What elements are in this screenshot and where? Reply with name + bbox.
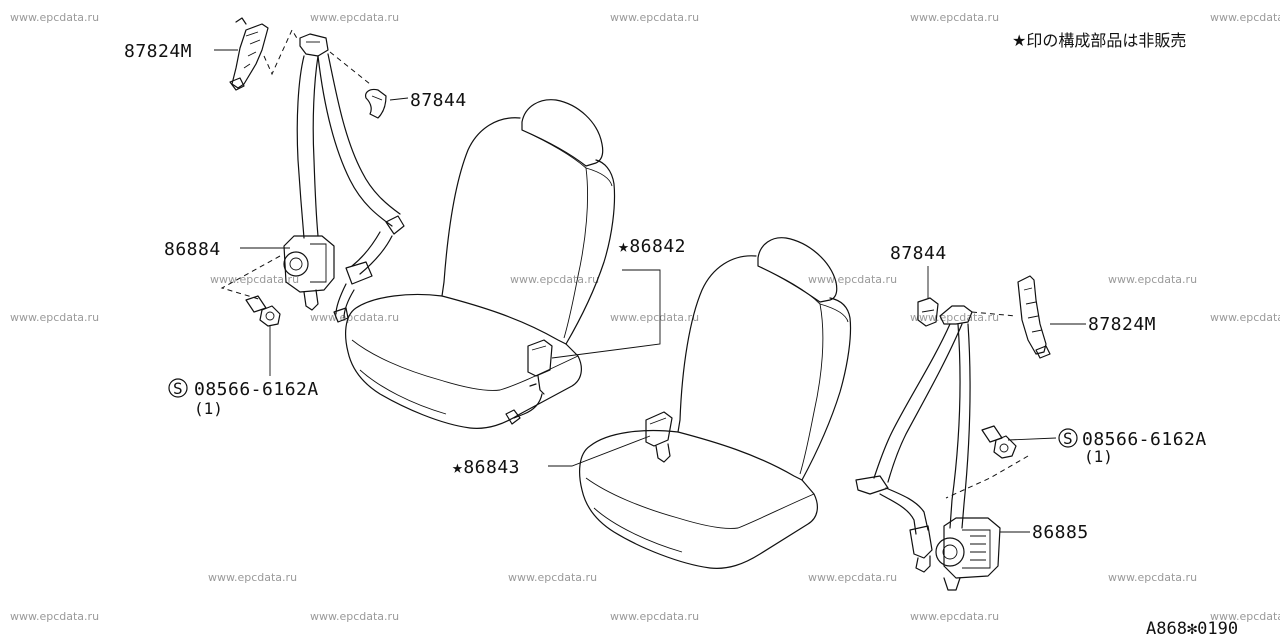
watermark: www.epcdata.ru	[808, 571, 897, 584]
left-leaders	[214, 49, 409, 376]
label-buckle-left: ★86842	[618, 236, 686, 257]
not-for-sale-note: ★印の構成部品は非販売	[1012, 31, 1186, 50]
label-bolt-left-qty: (1)	[194, 399, 223, 418]
watermark: www.epcdata.ru	[610, 610, 699, 623]
watermark: www.epcdata.ru	[208, 571, 297, 584]
label-bolt-right: 08566-6162A	[1082, 429, 1207, 450]
labels: 87824M 87844 86884 ★86842 S 08566-6162A …	[124, 31, 1238, 639]
label-bolt-left: 08566-6162A	[194, 379, 319, 400]
watermark: www.epcdata.ru	[1108, 571, 1197, 584]
watermark: www.epcdata.ru	[910, 11, 999, 24]
watermark: www.epcdata.ru	[310, 311, 399, 324]
label-buckle-right: ★86843	[452, 457, 520, 478]
watermark: www.epcdata.ru	[610, 11, 699, 24]
circle-s-icon	[1058, 428, 1078, 448]
watermark: www.epcdata.ru	[10, 311, 99, 324]
watermark: www.epcdata.ru	[508, 571, 597, 584]
circle-s-icon	[168, 378, 188, 398]
watermark: www.epcdata.ru	[10, 610, 99, 623]
right-belt-assembly	[855, 275, 1051, 591]
watermark: www.epcdata.ru	[1108, 273, 1197, 286]
watermark: www.epcdata.ru	[10, 11, 99, 24]
right-seat	[548, 237, 852, 569]
watermark: www.epcdata.ru	[910, 311, 999, 324]
circle-s-letter: S	[1063, 429, 1073, 448]
watermark-layer: www.epcdata.ru www.epcdata.ru www.epcdat…	[10, 11, 1280, 623]
left-seat	[345, 99, 661, 429]
right-leaders	[927, 266, 1086, 533]
label-retractor-left: 86884	[164, 239, 221, 260]
watermark: www.epcdata.ru	[310, 610, 399, 623]
watermark: www.epcdata.ru	[610, 311, 699, 324]
watermark: www.epcdata.ru	[1210, 311, 1280, 324]
watermark: www.epcdata.ru	[1210, 610, 1280, 623]
watermark: www.epcdata.ru	[910, 610, 999, 623]
label-retractor-cover-left: 87824M	[124, 41, 192, 62]
diagram-code: A868✻0190	[1146, 619, 1238, 639]
circle-s-letter: S	[173, 379, 183, 398]
watermark: www.epcdata.ru	[310, 11, 399, 24]
watermark: www.epcdata.ru	[808, 273, 897, 286]
watermark: www.epcdata.ru	[510, 273, 599, 286]
left-belt-assembly	[220, 17, 405, 327]
label-guide-right: 87844	[890, 243, 947, 264]
label-bolt-right-qty: (1)	[1084, 447, 1113, 466]
watermark: www.epcdata.ru	[1210, 11, 1280, 24]
label-retractor-cover-right: 87824M	[1088, 314, 1156, 335]
label-retractor-right: 86885	[1032, 522, 1089, 543]
label-guide-left: 87844	[410, 90, 467, 111]
